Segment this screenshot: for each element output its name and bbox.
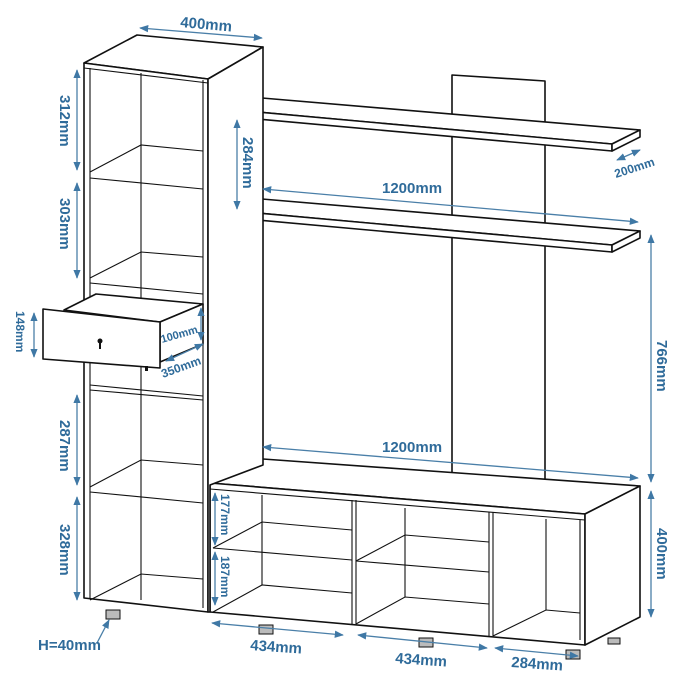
label-287: 287mm [56,420,73,472]
label-303: 303mm [56,198,73,250]
upper-shelf [234,97,641,152]
label-187: 187mm [218,556,232,597]
label-shelf-spacing: 284mm [239,137,256,189]
label-tv-unit-height: 400mm [653,528,670,580]
label-tower-width: 400mm [180,14,233,35]
label-tv-unit-width: 1200mm [382,439,442,456]
label-328: 328mm [56,524,73,576]
dimension-lines [30,25,655,659]
label-shelf-width: 1200mm [382,180,442,197]
label-312: 312mm [56,95,73,147]
middle-shelf [234,198,641,253]
label-766: 766mm [653,340,670,392]
label-leg-height: H=40mm [38,637,101,654]
label-section-3: 284mm [511,654,564,675]
label-drawer-height: 148mm [13,311,27,352]
drawer [42,293,204,371]
label-section-2: 434mm [395,650,448,671]
label-177: 177mm [218,494,232,535]
label-section-1: 434mm [250,637,303,658]
